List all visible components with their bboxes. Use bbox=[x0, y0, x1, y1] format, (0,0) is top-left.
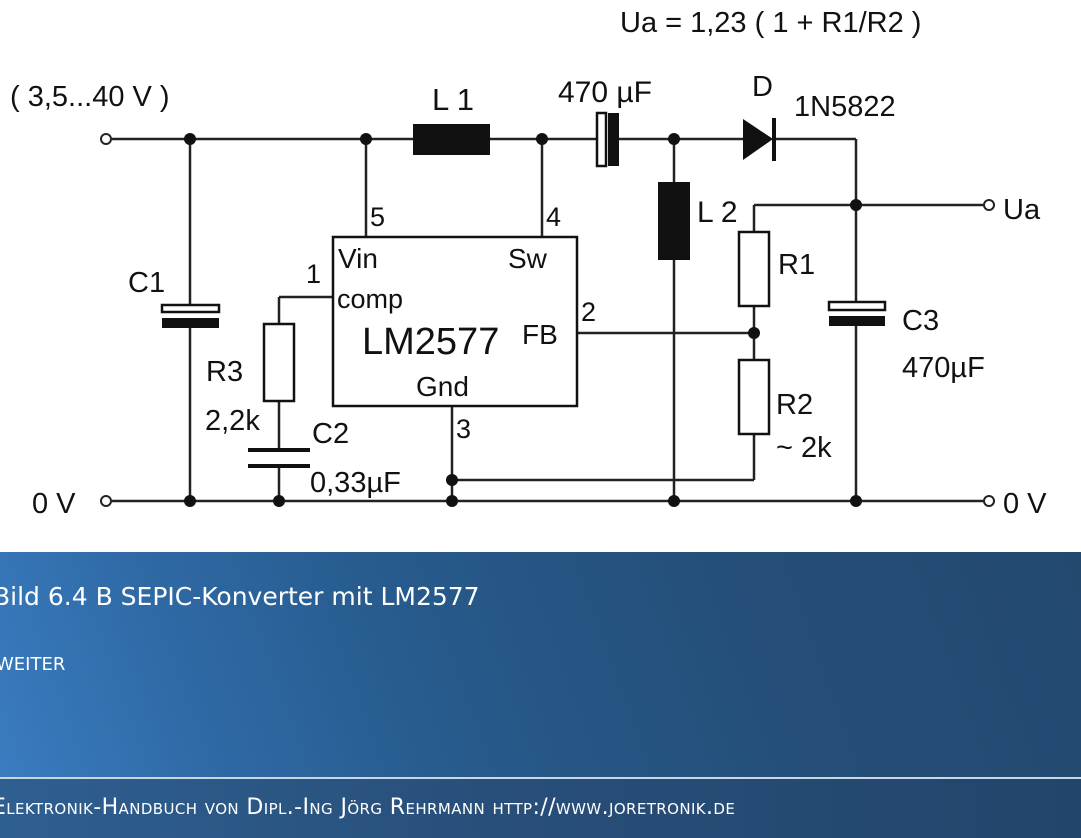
figure-caption: Bild 6.4 B SEPIC-Konverter mit LM2577 bbox=[0, 582, 480, 611]
c3-label: C3 bbox=[902, 305, 939, 337]
pin4-label: 4 bbox=[546, 202, 561, 232]
inductor-l2-symbol bbox=[658, 182, 690, 260]
ic-lm2577-box bbox=[331, 235, 579, 408]
r2-value-label: ~ 2k bbox=[776, 432, 832, 464]
formula-label: Ua = 1,23 ( 1 + R1/R2 ) bbox=[620, 7, 921, 39]
c2-label: C2 bbox=[312, 418, 349, 450]
r2-label: R2 bbox=[776, 389, 813, 421]
circuit-schematic: Ua = 1,23 ( 1 + R1/R2 ) ( 3,5...40 V ) L… bbox=[10, 7, 1048, 520]
ground-left-label: 0 V bbox=[32, 488, 76, 520]
output-label: Ua bbox=[1003, 194, 1041, 226]
r1-label: R1 bbox=[778, 249, 815, 281]
pin2-label: 2 bbox=[581, 297, 596, 327]
capacitor-c3-symbol bbox=[827, 300, 887, 326]
diode-symbol bbox=[743, 118, 776, 161]
junction-dots bbox=[184, 133, 862, 507]
capacitor-c1-symbol bbox=[160, 303, 221, 328]
next-page-link[interactable]: WEITER bbox=[0, 654, 66, 675]
c3-value-label: 470µF bbox=[902, 352, 985, 384]
caption-panel bbox=[0, 552, 1081, 778]
coupling-capacitor-symbol bbox=[595, 111, 619, 168]
resistor-r1-symbol bbox=[737, 230, 771, 308]
footer-credit: Elektronik-Handbuch von Dipl.-Ing Jörg R… bbox=[0, 795, 736, 820]
resistor-r2-symbol bbox=[737, 358, 771, 436]
ic-comp-label: comp bbox=[337, 284, 403, 314]
footer-divider bbox=[0, 777, 1081, 779]
c1-label: C1 bbox=[128, 267, 165, 299]
pin1-label: 1 bbox=[306, 259, 321, 289]
ic-vin-label: Vin bbox=[338, 243, 378, 274]
input-range-label: ( 3,5...40 V ) bbox=[10, 81, 170, 113]
ic-fb-label: FB bbox=[522, 319, 558, 350]
ground-right-label: 0 V bbox=[1003, 488, 1047, 520]
ic-gnd-label: Gnd bbox=[416, 371, 469, 402]
resistor-r3-symbol bbox=[262, 322, 296, 403]
diode-part-label: 1N5822 bbox=[794, 91, 896, 123]
coupling-cap-label: 470 µF bbox=[558, 76, 652, 109]
c2-value-label: 0,33µF bbox=[310, 467, 401, 499]
l2-label: L 2 bbox=[697, 196, 738, 229]
ic-sw-label: Sw bbox=[508, 243, 548, 274]
diode-ref-label: D bbox=[752, 71, 773, 103]
l1-label: L 1 bbox=[432, 82, 474, 117]
schematic-drawing: Ua = 1,23 ( 1 + R1/R2 ) ( 3,5...40 V ) L… bbox=[10, 7, 1047, 520]
r3-value-label: 2,2k bbox=[205, 405, 260, 437]
footer-bar bbox=[0, 779, 1081, 838]
ic-name-label: LM2577 bbox=[362, 321, 499, 363]
inductor-l1-symbol bbox=[413, 124, 490, 155]
capacitor-c2-symbol bbox=[248, 448, 310, 468]
pin5-label: 5 bbox=[370, 202, 385, 232]
pin3-label: 3 bbox=[456, 414, 471, 444]
r3-label: R3 bbox=[206, 356, 243, 388]
